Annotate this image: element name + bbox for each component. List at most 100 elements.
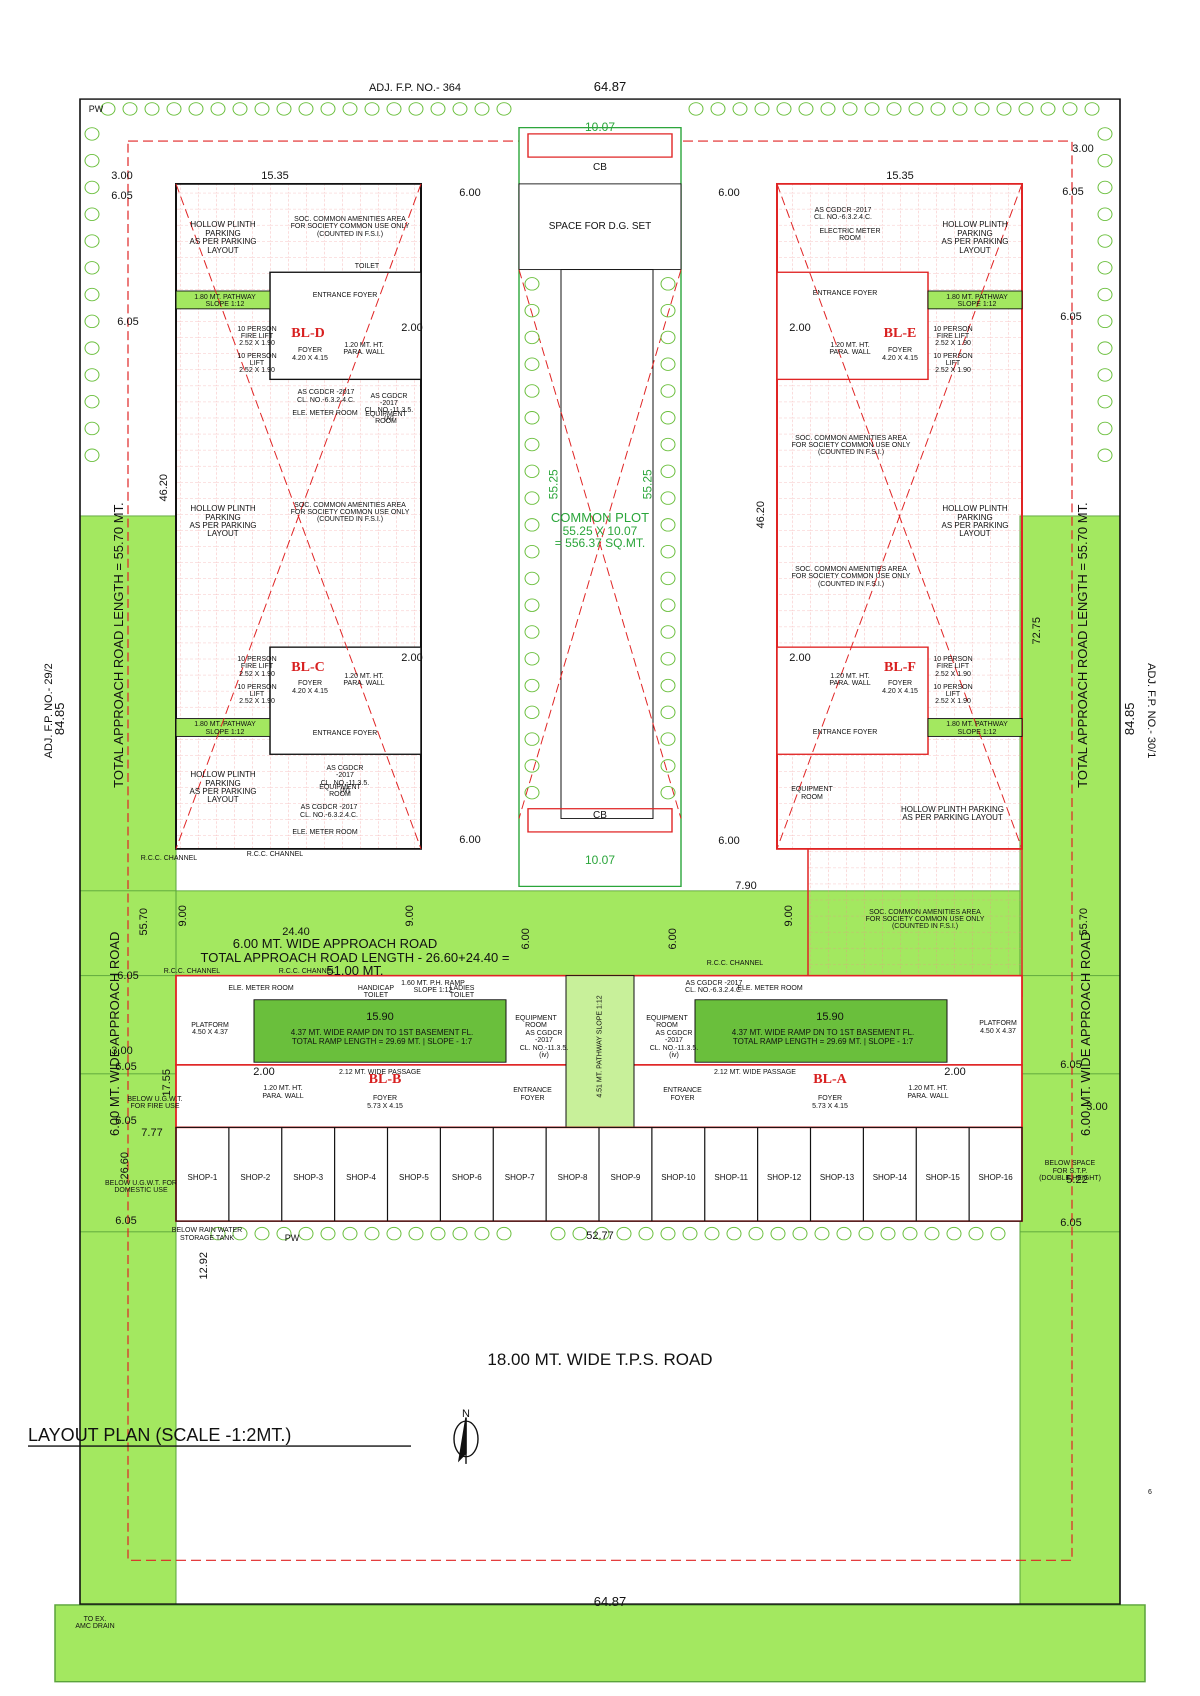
- ramp-length-b: 15.90: [366, 1011, 394, 1024]
- tower-width-left: 15.35: [261, 170, 289, 183]
- dim-6-05-j: 6.05: [115, 1214, 137, 1227]
- ele-meter-b: ELE. METER ROOM: [228, 985, 294, 993]
- block-c-label: BL-C: [291, 659, 325, 675]
- foyer-a: FOYER 5.73 X 4.15: [812, 1095, 848, 1110]
- left-height: 84.85: [52, 702, 68, 736]
- pathway-d: 1.80 MT. PATHWAY SLOPE 1:12: [194, 293, 256, 309]
- dim-6-05-a: 6.05: [111, 190, 133, 203]
- passage-b: 2.12 MT. WIDE PASSAGE: [339, 1069, 421, 1077]
- hollow-parking-f: HOLLOW PLINTH PARKING AS PER PARKING LAY…: [901, 805, 1004, 823]
- dim-6-00-b: 6.00: [667, 927, 680, 950]
- cgdcr-c-1: AS CGDCR -2017 CL. NO.-6.3.2.4.C.: [300, 804, 358, 819]
- foyer-f: FOYER 4.20 X 4.15: [882, 680, 918, 695]
- equipment-d: EQUIPMENT ROOM: [365, 410, 407, 425]
- lift-c: 10 PERSON FIRE LIFT 2.52 X 1.90: [237, 656, 277, 678]
- adj-right-label: ADJ. F.P. NO.- 30/1: [1144, 663, 1157, 759]
- bottom-width: 64.87: [593, 1594, 627, 1610]
- tps-road: [54, 1604, 1146, 1683]
- podium-depth: 17.55: [161, 1068, 174, 1097]
- dim-6-00-bot-r: 6.00: [718, 835, 740, 848]
- lift2-f: 10 PERSON LIFT 2.52 X 1.90: [933, 683, 973, 706]
- rcc-channel-left2: R.C.C. CHANNEL: [140, 855, 198, 863]
- rcc-channel-far: R.C.C. CHANNEL: [163, 967, 221, 975]
- block-e-f-outline: [776, 182, 1023, 997]
- tower-height-left: 46.20: [158, 474, 171, 502]
- approach-left-wide: 6.00 MT. WIDE APPROACH ROAD: [107, 931, 123, 1136]
- foyer-d: FOYER 4.20 X 4.15: [292, 347, 328, 362]
- tree-row-top: [100, 102, 1100, 116]
- platform-b: PLATFORM 4.50 X 4.37: [191, 1022, 229, 1037]
- equipment-f: EQUIPMENT ROOM: [791, 786, 833, 801]
- hollow-parking-ef: HOLLOW PLINTH PARKING AS PER PARKING LAY…: [941, 504, 1009, 539]
- plot-boundary: [79, 98, 1121, 1605]
- central-pathway: 4.51 MT. PATHWAY SLOPE 1:12: [596, 995, 604, 1098]
- dim-6-05-f: 6.05: [1060, 1059, 1082, 1072]
- dim-6-05-g: 6.05: [115, 1061, 137, 1074]
- handicap-toilet: HANDICAP TOILET: [357, 984, 395, 999]
- entrance-foyer-e: ENTRANCE FOYER: [812, 290, 878, 298]
- common-plot: [518, 127, 682, 888]
- common-plot-area: = 556.37 SQ.MT.: [554, 536, 646, 551]
- ugwt-domestic: BELOW U.G.W.T. FOR DOMESTIC USE: [105, 1180, 177, 1195]
- block-d-c-outline: [175, 182, 422, 850]
- right-tower-height: 72.75: [1031, 616, 1044, 645]
- road-label: 18.00 MT. WIDE T.P.S. ROAD: [487, 1350, 713, 1370]
- ugwt-fire: BELOW U.G.W.T. FOR FIRE USE: [127, 1096, 183, 1111]
- shop-label: SHOP-15: [925, 1172, 960, 1182]
- cb-hatch: [527, 133, 673, 833]
- dim-2-00-e: 2.00: [789, 322, 811, 335]
- shop-dividers: [228, 1127, 970, 1222]
- cgdcr-a-2: AS CGDCR -2017 CL. NO.-11.3.5. (iv): [649, 1030, 699, 1060]
- shop-label: SHOP-4: [346, 1172, 376, 1182]
- shop-label: SHOP-7: [504, 1172, 535, 1182]
- approach-middle-total: TOTAL APPROACH ROAD LENGTH - 26.60+24.40…: [200, 949, 510, 979]
- para-wall-f: 1.20 MT. HT. PARA. WALL: [829, 673, 871, 688]
- shop-label: SHOP-13: [819, 1172, 855, 1182]
- para-wall-b: 1.20 MT. HT. PARA. WALL: [262, 1085, 304, 1100]
- entrance-foyer-c: ENTRANCE FOYER: [312, 730, 378, 738]
- lift-e: 10 PERSON FIRE LIFT 2.52 X 1.90: [933, 325, 973, 348]
- hollow-parking-e: HOLLOW PLINTH PARKING AS PER PARKING LAY…: [941, 220, 1009, 255]
- ele-meter-c: ELE. METER ROOM: [292, 829, 358, 837]
- common-depth-right: 55.25: [640, 468, 655, 499]
- equipment-c: EQUIPMENT ROOM: [319, 783, 361, 799]
- dim-7-77: 7.77: [141, 1127, 163, 1140]
- ramp-b: 4.37 MT. WIDE RAMP DN TO 1ST BASEMENT FL…: [290, 1028, 474, 1046]
- pathway-c: 1.80 MT. PATHWAY SLOPE 1:12: [194, 721, 256, 736]
- para-wall-c: 1.20 MT. HT. PARA. WALL: [343, 673, 385, 688]
- foyer-c: FOYER 4.20 X 4.15: [292, 680, 328, 695]
- amenities-podium: SOC. COMMON AMENITIES AREA FOR SOCIETY C…: [865, 908, 985, 931]
- tree-row-bottom: [210, 1226, 1006, 1241]
- lift-f: 10 PERSON FIRE LIFT 2.52 X 1.90: [933, 656, 973, 678]
- dim-7-90: 7.90: [735, 880, 757, 893]
- rcc-channel-right: R.C.C. CHANNEL: [706, 960, 764, 968]
- dg-set: SPACE FOR D.G. SET: [548, 221, 652, 233]
- tower-height-right: 46.20: [755, 500, 768, 529]
- common-depth-left: 55.25: [546, 468, 561, 499]
- dim-6-05-d: 6.05: [1060, 310, 1082, 323]
- cgdcr-c-2: AS CGDCR -2017 CL. NO.-11.3.5. (iv): [320, 764, 370, 795]
- ramp-length-a: 15.90: [816, 1011, 844, 1024]
- dim-6-05-i: 6.05: [115, 1114, 137, 1127]
- pathway-f: 1.80 MT. PATHWAY SLOPE 1:12: [946, 721, 1008, 736]
- dim-12-92: 12.92: [198, 1252, 211, 1280]
- to-drain: TO EX. AMC DRAIN: [75, 1615, 115, 1630]
- shop-label: SHOP-16: [978, 1172, 1013, 1182]
- approach-right-total: TOTAL APPROACH ROAD LENGTH = 55.70 MT.: [1075, 501, 1091, 788]
- ph-ramp: 1.60 MT. P.H. RAMP SLOPE 1:12: [401, 980, 465, 995]
- platform-a: PLATFORM 4.50 X 4.37: [979, 1020, 1017, 1035]
- plot-width-bottom: 10.07: [584, 853, 616, 868]
- ramp-a: 4.37 MT. WIDE RAMP DN TO 1ST BASEMENT FL…: [731, 1028, 915, 1046]
- approach-middle-title: 6.00 MT. WIDE APPROACH ROAD: [232, 936, 438, 952]
- entrance-foyer-a: ENTRANCE FOYER: [663, 1087, 702, 1102]
- lift2-e: 10 PERSON LIFT 2.52 X 1.90: [933, 352, 973, 375]
- dim-9-00-right: 9.00: [783, 905, 796, 927]
- lift-d: 10 PERSON FIRE LIFT 2.52 X 1.90: [237, 325, 277, 348]
- ladies-toilet: LADIES TOILET: [449, 984, 475, 999]
- dim-3-00-d: 3.00: [1086, 1100, 1108, 1113]
- road-length-left: 55.70: [138, 907, 151, 936]
- page-number: 6: [1148, 1488, 1152, 1496]
- shop-label: SHOP-11: [714, 1172, 748, 1182]
- shop-label: SHOP-12: [766, 1172, 802, 1182]
- shop-label: SHOP-9: [610, 1172, 641, 1182]
